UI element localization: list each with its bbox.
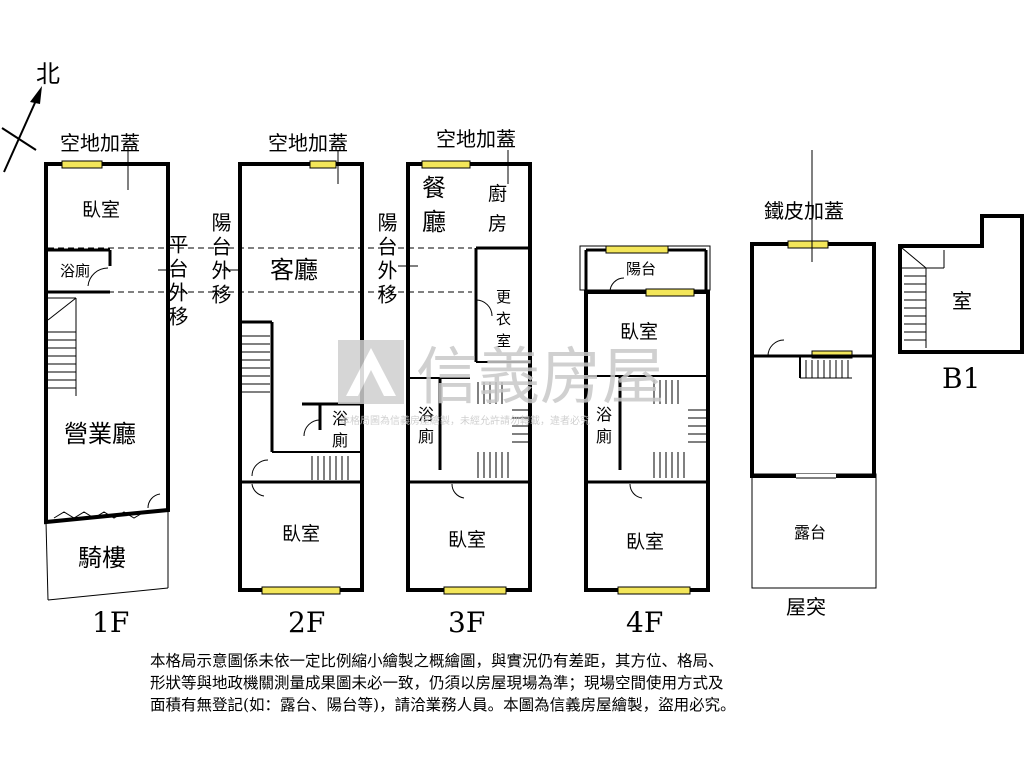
floor-b1: 室 B1 xyxy=(898,214,1024,395)
f3-bath-1: 浴 xyxy=(418,405,434,424)
f3-bath-2: 廁 xyxy=(418,427,434,446)
f2-bath-2: 廁 xyxy=(332,431,348,450)
stairs-b1 xyxy=(904,275,926,341)
f4-balcony: 陽台 xyxy=(626,260,656,278)
f3-kitchen-2: 房 xyxy=(488,213,507,235)
f1-bedroom: 臥室 xyxy=(82,199,120,221)
stairs-2f-upper xyxy=(242,335,270,393)
door-3f-closet xyxy=(475,299,493,317)
watermark-brand: 信義房屋 xyxy=(416,340,664,413)
north-arrow-icon xyxy=(30,86,42,104)
window-2f-top xyxy=(309,160,337,169)
stairs-1f xyxy=(48,331,76,389)
f2-bath-1: 浴 xyxy=(332,409,348,428)
disclaimer-line-1: 本格局示意圖係未依一定比例縮小繪製之概繪圖，與實況仍有差距，其方位、格局、 xyxy=(150,652,724,670)
f1-label: 1F xyxy=(92,606,129,639)
roof-label: 屋突 xyxy=(786,595,826,619)
door-1f-bath xyxy=(87,267,109,287)
window-3f-top xyxy=(421,160,471,169)
f3-closet-2: 衣 xyxy=(496,310,511,328)
f2-bedroom: 臥室 xyxy=(282,523,320,545)
door-2f-bath xyxy=(303,419,321,437)
disclaimer-line-3: 面積有無登記(如：露台、陽台等)，請洽業務人員。本圖為信義房屋繪製，盜用必究。 xyxy=(150,696,736,714)
floor-1f: 空地加蓋 臥室 浴廁 營業廳 騎樓 1F xyxy=(44,131,170,639)
door-3f-bedroom xyxy=(451,483,465,499)
f1-business: 營業廳 xyxy=(64,420,136,448)
watermark: 信義房屋 本格局圖為信義房屋繪製，未經允許請勿轉載，違者必究 xyxy=(338,340,664,427)
f2-living: 客廳 xyxy=(270,256,318,284)
floor-2f: 空地加蓋 客廳 浴 廁 臥室 2F xyxy=(238,131,364,639)
window-3f-bottom xyxy=(443,586,507,595)
f3-dining-2: 廳 xyxy=(422,208,446,236)
f1-arcade: 騎樓 xyxy=(78,544,126,572)
shutter-1f xyxy=(53,511,145,519)
roof-top-note: 鐵皮加蓋 xyxy=(764,199,844,223)
f3-closet-3: 室 xyxy=(496,332,511,350)
window-2f-bottom xyxy=(261,586,341,595)
roof-terrace: 露台 xyxy=(794,523,826,542)
window-roof-top xyxy=(787,240,829,249)
window-4f-bottom xyxy=(617,586,691,595)
stairs-2f-lower xyxy=(311,456,349,480)
f3-dining-1: 餐 xyxy=(422,174,446,202)
f2-side-note: 陽台外移 xyxy=(208,212,232,308)
compass: 北 xyxy=(1,60,60,173)
door-roof xyxy=(767,339,785,357)
floor-roof: 鐵皮加蓋 露台 屋突 xyxy=(750,150,877,619)
disclaimer-line-2: 形狀等與地政機關測量成果圖未必一致，仍須以房屋現場為準；現場空間使用方式及 xyxy=(150,674,724,692)
f4-bath-2: 廁 xyxy=(596,427,612,446)
floor-3f: 空地加蓋 餐 廳 廚 房 更 衣 室 浴 廁 臥室 3F xyxy=(406,127,532,639)
f3-top-note: 空地加蓋 xyxy=(436,127,516,151)
f3-kitchen-1: 廚 xyxy=(488,182,507,205)
stairs-roof xyxy=(800,360,852,379)
door-1f-front xyxy=(147,493,161,509)
stairs-4f xyxy=(653,380,706,478)
window-4f-top xyxy=(645,288,695,297)
f3-bedroom: 臥室 xyxy=(448,529,486,551)
door-2f-stair xyxy=(251,459,269,477)
f3-closet-1: 更 xyxy=(496,288,511,306)
door-2f-bedroom xyxy=(251,483,265,497)
door-4f-balcony xyxy=(609,277,625,293)
floor-4f: 陽台 臥室 浴 廁 臥室 4F xyxy=(579,245,711,639)
balcony-note-1f: 平台外移 xyxy=(165,234,189,330)
north-label: 北 xyxy=(36,60,60,88)
watermark-fine-print: 本格局圖為信義房屋繪製，未經允許請勿轉載，違者必究 xyxy=(340,414,590,427)
door-4f-bedroom xyxy=(629,483,643,499)
b1-room: 室 xyxy=(952,289,972,313)
f2-top-note: 空地加蓋 xyxy=(268,131,348,155)
stairs-3f xyxy=(477,382,528,478)
f4-bath-1: 浴 xyxy=(596,405,612,424)
b1-label: B1 xyxy=(942,362,980,395)
disclaimer: 本格局示意圖係未依一定比例縮小繪製之概繪圖，與實況仍有差距，其方位、格局、 形狀… xyxy=(150,650,870,716)
f3-side-note: 陽台外移 xyxy=(374,212,398,308)
f1-top-note: 空地加蓋 xyxy=(60,131,140,155)
f2-label: 2F xyxy=(288,606,325,639)
f4-bedroom-top: 臥室 xyxy=(620,321,658,343)
window-1f-top xyxy=(61,160,103,169)
f3-label: 3F xyxy=(448,606,485,639)
f1-bath: 浴廁 xyxy=(60,262,90,280)
window-4f-balcony xyxy=(605,245,669,254)
f4-bedroom-bottom: 臥室 xyxy=(626,531,664,553)
f4-label: 4F xyxy=(626,606,663,639)
